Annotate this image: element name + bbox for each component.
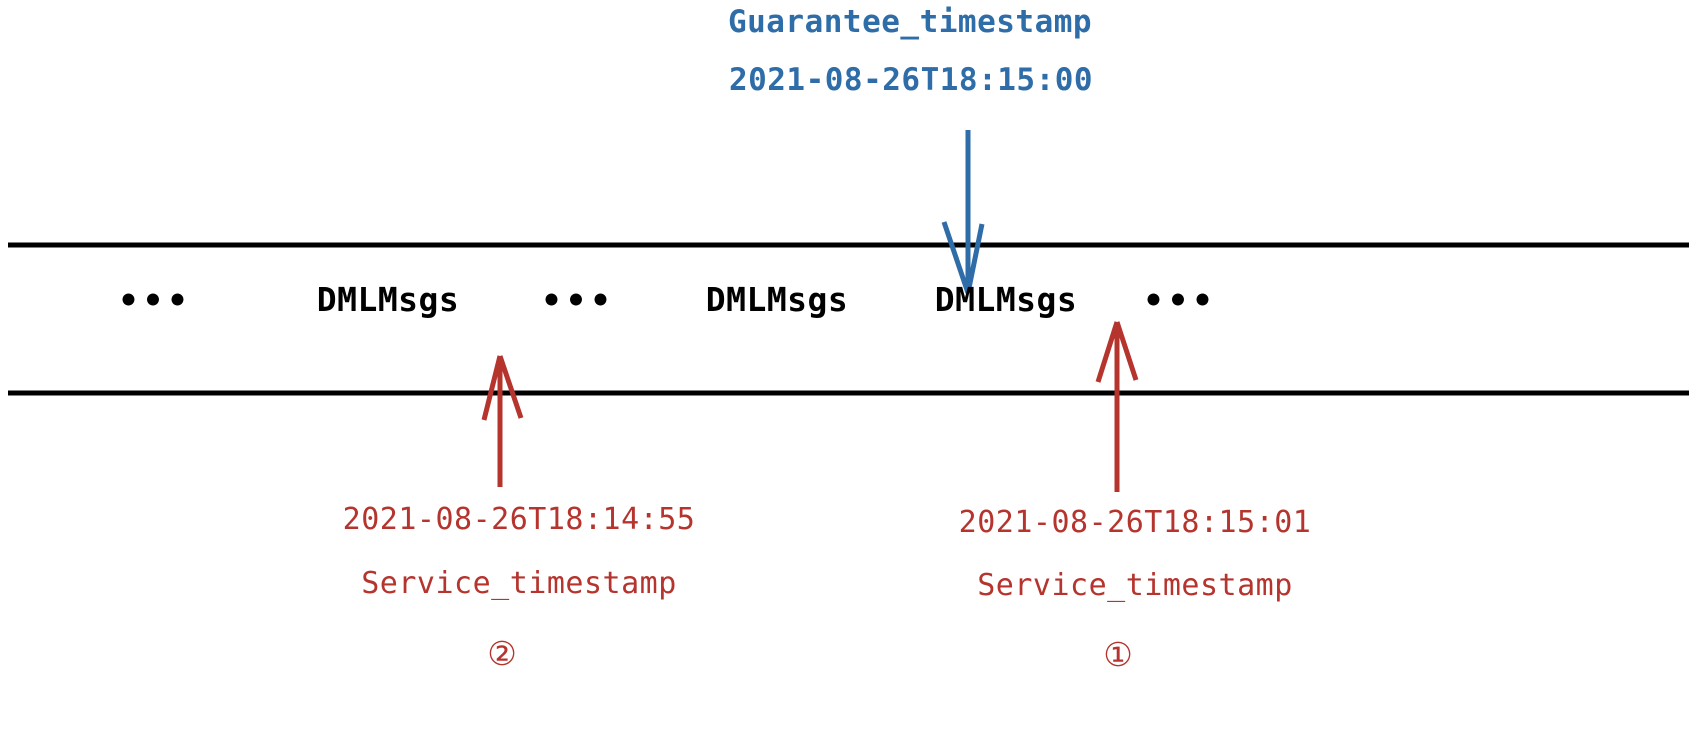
service-timestamp-arrow-1 [1095,321,1139,492]
service-event-marker-1: ① [1103,635,1133,674]
stream-item-dmlmsgs-3: DMLMsgs [934,280,1078,319]
service-timestamp-label-2: Service_timestamp [361,566,677,601]
guarantee-timestamp-value: 2021-08-26T18:15:00 [728,62,1094,98]
guarantee-timestamp-label: Guarantee_timestamp [727,4,1093,40]
guarantee-timestamp-arrow [941,130,985,294]
stream-item-dmlmsgs-1: DMLMsgs [316,280,460,319]
service-event-marker-2: ② [487,634,517,673]
service-timestamp-arrow-2 [481,355,524,487]
stream-ellipsis-leading: ••• [118,281,192,321]
stream-item-dmlmsgs-2: DMLMsgs [705,280,849,319]
service-timestamp-label-1: Service_timestamp [977,568,1293,603]
service-timestamp-value-1: 2021-08-26T18:15:01 [958,505,1312,540]
service-timestamp-value-2: 2021-08-26T18:14:55 [342,502,696,537]
stream-ellipsis-middle: ••• [541,281,615,321]
stream-ellipsis-trailing: ••• [1143,281,1217,321]
